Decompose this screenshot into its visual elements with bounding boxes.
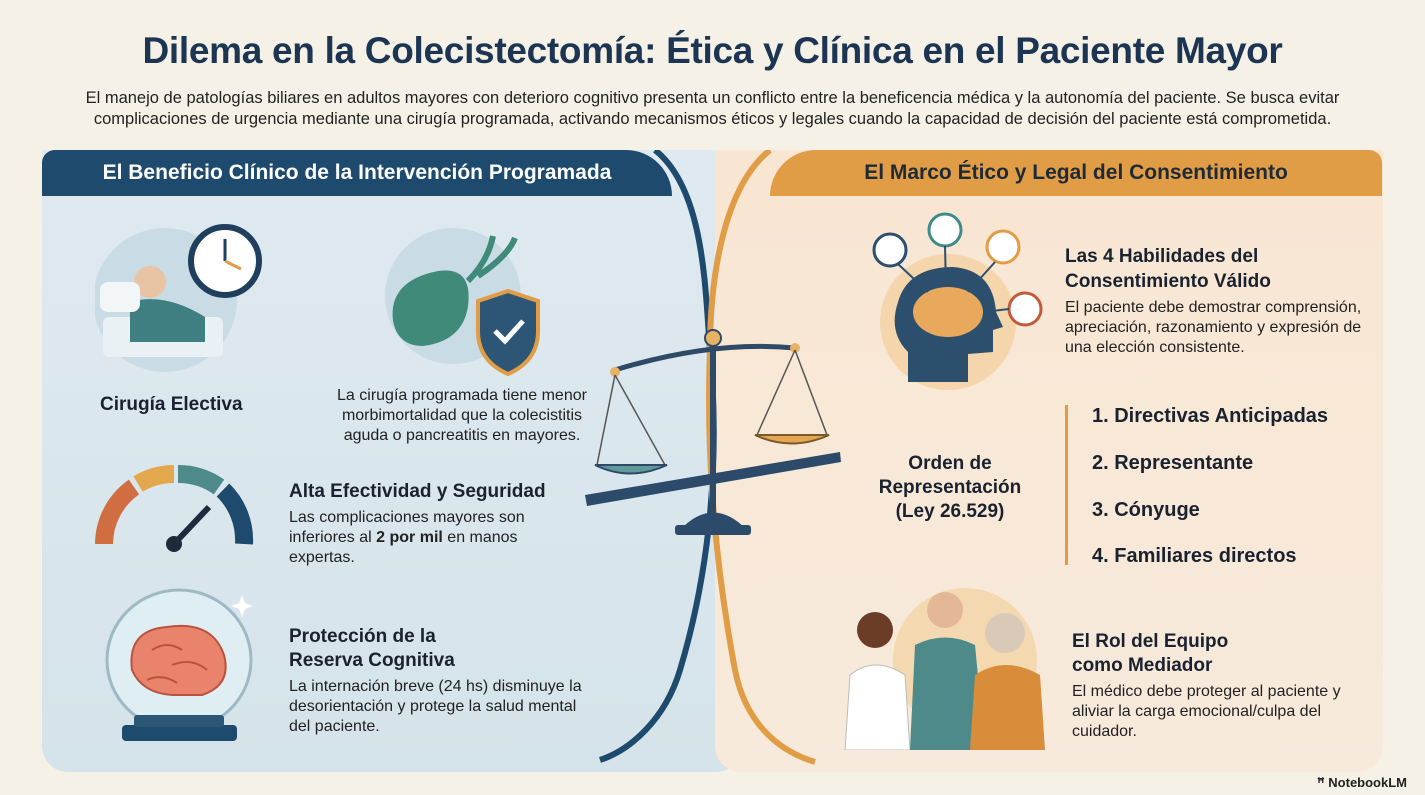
watermark: ꟸ NotebookLM (1317, 775, 1407, 790)
order-item-3: 3. Cónyuge (1092, 499, 1200, 521)
order-item-2: 2. Representante (1092, 452, 1254, 474)
order-title-line3: (Ley 26.529) (895, 501, 1005, 522)
notebooklm-logo-icon: ꟸ (1317, 775, 1329, 790)
order-title-line1: Orden de (908, 453, 992, 474)
page-title: Dilema en la Colecistectomía: Ética y Cl… (142, 30, 1283, 71)
care-team-icon (844, 588, 1045, 750)
order-title-line2: Representación (878, 477, 1022, 498)
page-subtitle: El manejo de patologías biliares en adul… (85, 89, 1340, 128)
balance-scale-icon (585, 329, 841, 535)
team-title-line2: como Mediador (1072, 655, 1213, 676)
effectiveness-text: Las complicaciones mayores son inferiore… (289, 509, 525, 566)
team-text: El médico debe proteger al paciente y al… (1072, 683, 1341, 740)
left-panel-header: El Beneficio Clínico de la Intervención … (42, 150, 672, 196)
order-item-4: 4. Familiares directos (1092, 545, 1297, 567)
cognitive-title-line2: Reserva Cognitiva (289, 650, 455, 671)
brain-dome-icon (105, 588, 253, 741)
skills-title-line1: Las 4 Habilidades del (1065, 246, 1259, 267)
skills-text: El paciente debe demostrar comprensión, … (1065, 299, 1362, 356)
effectiveness-highlight: 2 por mil (376, 529, 443, 546)
clock-icon (188, 224, 262, 298)
cognitive-title-line1: Protección de la (289, 626, 436, 647)
elective-surgery-label: Cirugía Electiva (100, 394, 243, 415)
team-title-line1: El Rol del Equipo (1072, 631, 1229, 652)
order-divider (1065, 405, 1068, 565)
cognitive-text: La internación breve (24 hs) disminuye l… (289, 678, 582, 735)
right-panel-header: El Marco Ético y Legal del Consentimient… (770, 150, 1382, 196)
head-skills-icon (872, 212, 1043, 390)
order-item-1: 1. Directivas Anticipadas (1092, 405, 1329, 427)
skills-title-line2: Consentimiento Válido (1065, 271, 1271, 292)
gallbladder-shield-icon (385, 228, 540, 376)
effectiveness-title: Alta Efectividad y Seguridad (289, 481, 546, 502)
elective-surgery-text: La cirugía programada tiene menor morbim… (337, 387, 587, 444)
gauge-icon (95, 464, 254, 552)
